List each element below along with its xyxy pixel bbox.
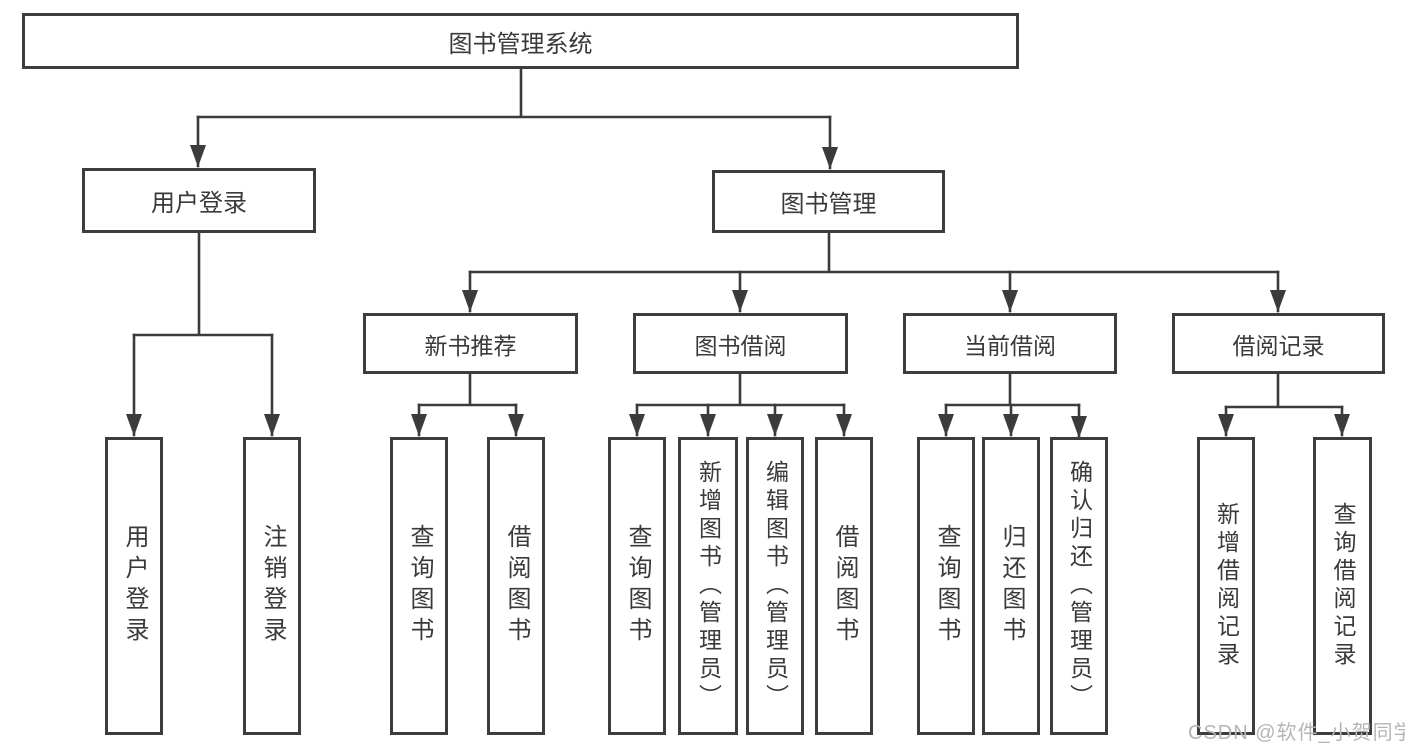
leaf-newbook-query-books: 查询图书 <box>390 437 448 735</box>
connector-root-trunk <box>196 66 832 119</box>
csdn-watermark: CSDN @软件_小贺同学 <box>1188 722 1405 744</box>
connector-book-borrow-trunk <box>635 372 846 407</box>
node-user-login: 用户登录 <box>82 168 316 233</box>
connector-new-book-trunk <box>417 372 518 407</box>
node-current-borrow: 当前借阅 <box>903 313 1117 374</box>
node-new-book-recommend: 新书推荐 <box>363 313 578 374</box>
node-library-management-system: 图书管理系统 <box>22 13 1019 69</box>
leaf-current-query-books: 查询图书 <box>917 437 975 735</box>
node-book-management: 图书管理 <box>712 170 945 233</box>
connector-book-management-trunk <box>468 231 1280 274</box>
leaf-borrow-borrow-books: 借阅图书 <box>815 437 873 735</box>
connector-user-login-trunk <box>132 231 274 337</box>
leaf-return-books: 归还图书 <box>982 437 1040 735</box>
leaf-borrow-query-books: 查询图书 <box>608 437 666 735</box>
node-borrow-records: 借阅记录 <box>1172 313 1385 374</box>
leaf-logout: 注销登录 <box>243 437 301 735</box>
leaf-user-login: 用户登录 <box>105 437 163 735</box>
leaf-edit-book-admin: 编辑图书（管理员） <box>746 437 804 735</box>
connector-current-borrow-trunk <box>944 372 1081 407</box>
leaf-newbook-borrow-books: 借阅图书 <box>487 437 545 735</box>
connector-borrow-records-trunk <box>1224 372 1344 409</box>
leaf-add-borrow-record: 新增借阅记录 <box>1197 437 1255 735</box>
leaf-add-book-admin: 新增图书（管理员） <box>678 437 738 735</box>
node-book-borrow: 图书借阅 <box>633 313 848 374</box>
leaf-confirm-return-admin: 确认归还（管理员） <box>1050 437 1108 735</box>
leaf-query-borrow-record: 查询借阅记录 <box>1313 437 1372 735</box>
